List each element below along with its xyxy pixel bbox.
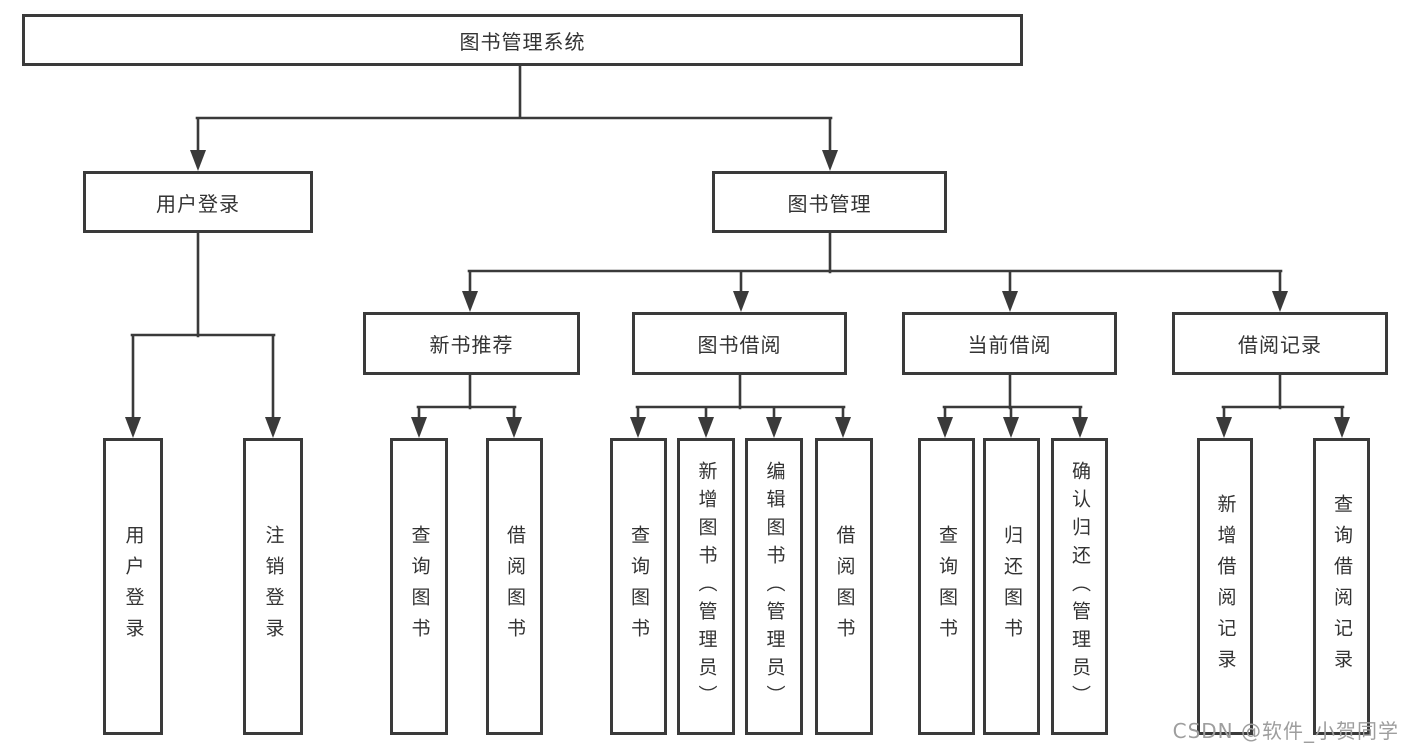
node-label: 借阅图书 [504,524,526,649]
watermark: CSDN @软件_小贺同学 [1172,719,1399,743]
leaf-add-book-admin: 新增图书（管理员） [677,438,735,735]
leaf-user-login: 用户登录 [103,438,163,735]
node-label: 图书管理 [787,191,872,216]
leaf-borrow-books-recommend: 借阅图书 [486,438,543,735]
arrowheads [125,150,1350,438]
node-label: 新书推荐 [429,333,514,357]
node-label: 归还图书 [1001,524,1023,649]
node-library-system: 图书管理系统 [22,14,1023,66]
node-label: 借阅图书 [833,524,856,649]
leaf-return-books: 归还图书 [983,438,1040,735]
leaf-query-borrow-record: 查询借阅记录 [1313,438,1370,735]
node-label: 用户登录 [122,524,145,649]
node-label: 查询借阅记录 [1331,493,1353,680]
node-label: 图书借阅 [697,333,782,357]
leaf-logout: 注销登录 [243,438,303,735]
node-label: 查询图书 [408,524,431,649]
node-label: 借阅记录 [1238,333,1322,357]
node-book-management: 图书管理 [712,171,947,233]
leaf-add-borrow-record: 新增借阅记录 [1197,438,1253,735]
node-book-borrow: 图书借阅 [632,312,847,375]
leaf-query-books-current: 查询图书 [918,438,975,735]
node-label: 新增借阅记录 [1214,493,1237,680]
leaf-query-books-recommend: 查询图书 [390,438,448,735]
node-label: 注销登录 [262,524,285,649]
node-user-login: 用户登录 [83,171,313,233]
node-new-book-recommend: 新书推荐 [363,312,580,375]
leaf-borrow-books: 借阅图书 [815,438,873,735]
node-current-borrow: 当前借阅 [902,312,1117,375]
node-label: 新增图书（管理员） [695,460,718,713]
leaf-edit-book-admin: 编辑图书（管理员） [745,438,803,735]
node-label: 图书管理系统 [459,29,586,54]
node-label: 当前借阅 [967,333,1052,357]
leaf-confirm-return-admin: 确认归还（管理员） [1051,438,1108,735]
node-label: 确认归还（管理员） [1069,460,1091,713]
node-label: 查询图书 [628,524,650,649]
node-borrow-records: 借阅记录 [1172,312,1388,375]
node-label: 编辑图书（管理员） [763,460,786,713]
node-label: 查询图书 [936,524,958,649]
leaf-query-books-borrow: 查询图书 [610,438,667,735]
node-label: 用户登录 [156,191,240,216]
